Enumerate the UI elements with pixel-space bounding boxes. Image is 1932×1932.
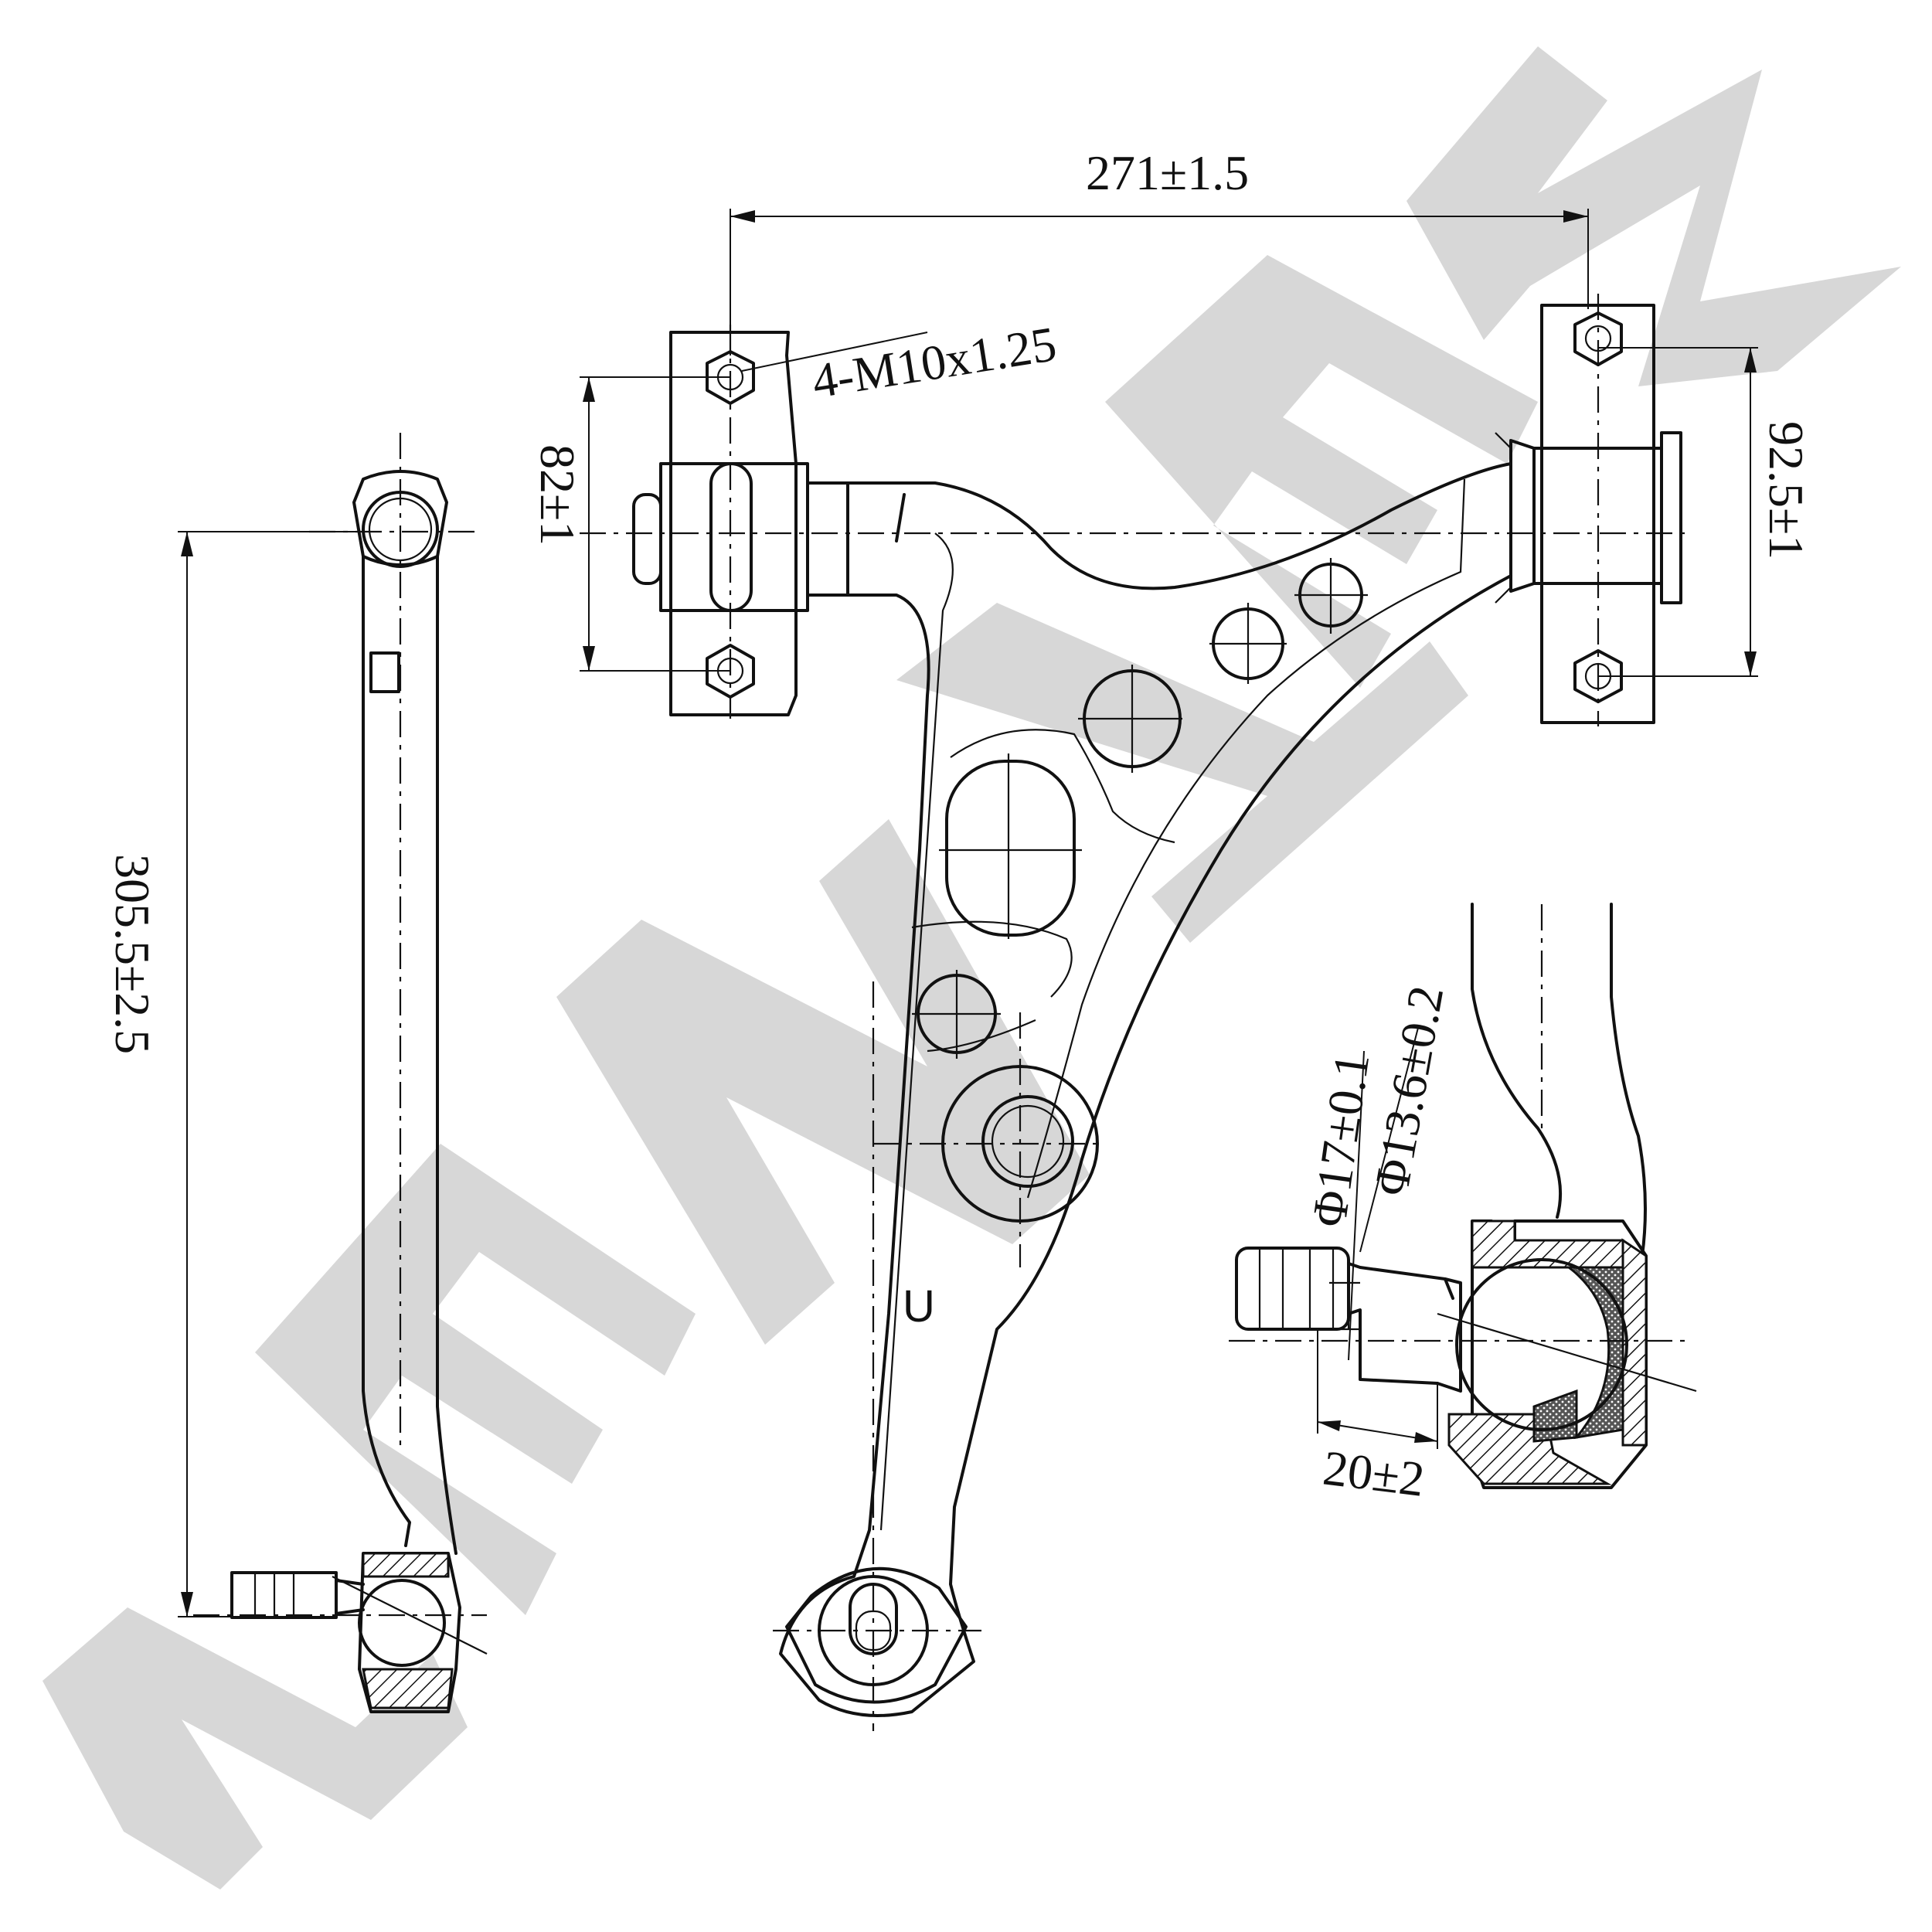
bolt-spec-label: 4-M10x1.25 xyxy=(808,316,1060,409)
stud-outer-label: Φ17±0.1 xyxy=(1301,1049,1380,1230)
rear-mount-label: 92.5±1 xyxy=(1759,421,1814,560)
stud-length-label: 20±2 xyxy=(1320,1440,1427,1506)
dimension-mount-spacing: 271±1.5 xyxy=(730,145,1589,355)
dimension-stud-length: 20±2 xyxy=(1317,1329,1438,1507)
mount-spacing-label: 271±1.5 xyxy=(1086,145,1249,200)
dimension-stud-inner: Φ13.6±0.2 xyxy=(1359,981,1454,1253)
dimension-stud-outer: Φ17±0.1 xyxy=(1301,1049,1380,1361)
watermark-letter-e2 xyxy=(1105,255,1538,688)
dimension-rear-mount: 92.5±1 xyxy=(1598,347,1814,677)
watermark-letter-k xyxy=(1406,46,1901,386)
watermark-letter-t xyxy=(896,603,1468,943)
ball-joint-detail xyxy=(1229,903,1697,1489)
part-mark: U xyxy=(903,1281,935,1332)
dimension-arm-length: 305.5±2.5 xyxy=(105,531,363,1617)
front-mount-label: 82±1 xyxy=(530,444,585,546)
watermark xyxy=(43,46,1901,1889)
watermark-letter-z xyxy=(43,1607,468,1889)
watermark-letter-e xyxy=(255,1144,696,1615)
side-view-arm xyxy=(193,433,488,1713)
main-view-arm: U xyxy=(580,294,1692,1731)
dimension-front-mount: 82±1 xyxy=(530,376,730,672)
stud-inner-label: Φ13.6±0.2 xyxy=(1363,981,1454,1199)
watermark-letter-n xyxy=(556,819,1090,1345)
arm-length-label: 305.5±2.5 xyxy=(105,854,160,1054)
